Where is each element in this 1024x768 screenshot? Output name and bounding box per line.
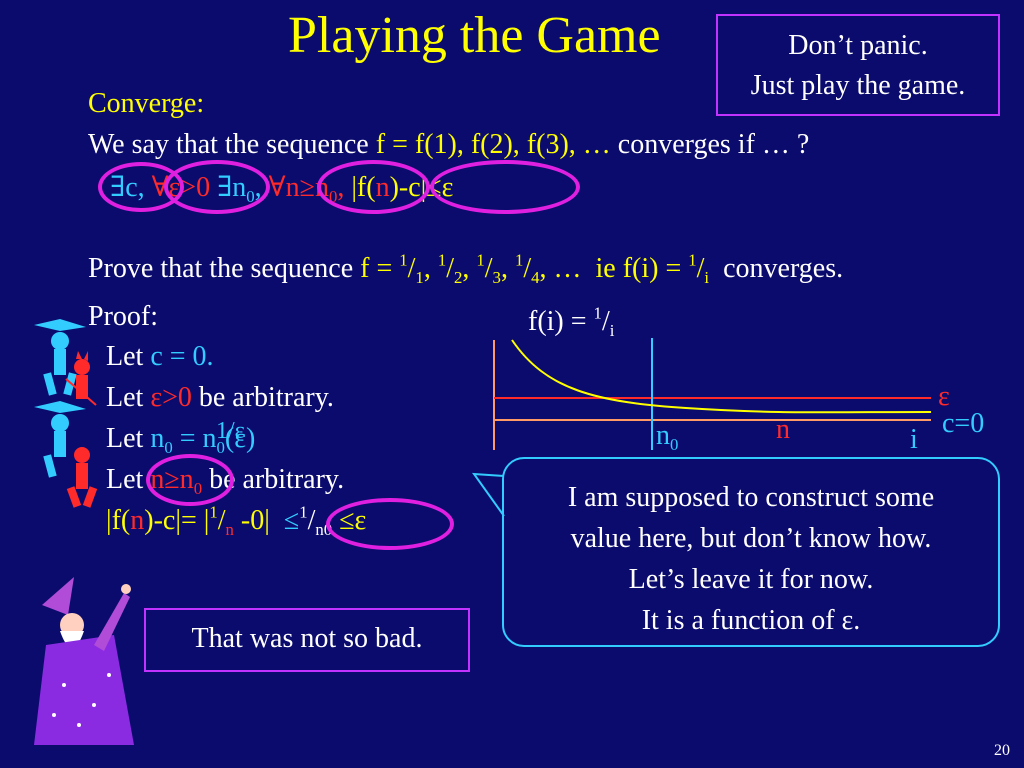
c0-label: c=0 [942,408,985,439]
bubble-line-4: It is a function of ε. [641,605,861,636]
bubble-line-2: value here, but don’t know how. [570,523,932,554]
inverse-eps-overlay: 1/ε [216,418,245,444]
converge-definition: We say that the sequence f = f(1), f(2),… [88,129,809,161]
speech-bubble: I am supposed to construct some value he… [502,457,1000,647]
converge-heading: Converge: [88,88,205,119]
graph-plot [493,338,932,450]
epsilon-label: ε [938,381,950,412]
ring-bound [326,498,454,550]
n-label: n [776,414,790,445]
proof-heading: Proof: [88,301,158,332]
converge-intro-b: converges if … ? [617,129,810,160]
converge-intro-a: We say that the sequence [88,129,376,160]
prove-statement: Prove that the sequence f = 1/1, 1/2, 1/… [88,250,844,287]
slide-title: Playing the Game [288,7,661,64]
ring-abs-condition [430,160,580,214]
tip-line-2: Just play the game. [750,70,966,101]
tip-line-1: Don’t panic. [788,30,928,61]
curve-1-over-i [511,339,932,414]
wizard-comment-box: That was not so bad. [144,608,470,672]
page-number: 20 [994,742,1010,759]
proof-let-n0: Let n0 = n0(ε) [106,423,256,457]
bubble-line-1: I am supposed to construct some [567,482,935,513]
ring-forall-eps [164,160,270,214]
graph-label: f(i) = 1/i [528,303,615,340]
tip-box: Don’t panic. Just play the game. [716,14,1000,116]
n0-label: n0 [656,420,679,454]
angel-devil-icon [34,319,98,508]
proof-inequality: |f(n)-c|= |1/n -0| ≤1/n0 ≤ε [106,502,367,539]
i-label: i [910,424,918,455]
sequence-f: f = f(1), f(2), f(3), … [375,129,618,160]
wizard-icon [34,577,134,745]
bubble-line-3: Let’s leave it for now. [628,564,874,595]
ring-n-ge-n0 [146,454,234,506]
bubble-tail [472,472,505,517]
proof-let-eps: Let ε>0 be arbitrary. [106,382,334,413]
proof-let-c: Let c = 0. [106,341,214,372]
ring-forall-n [317,160,430,214]
